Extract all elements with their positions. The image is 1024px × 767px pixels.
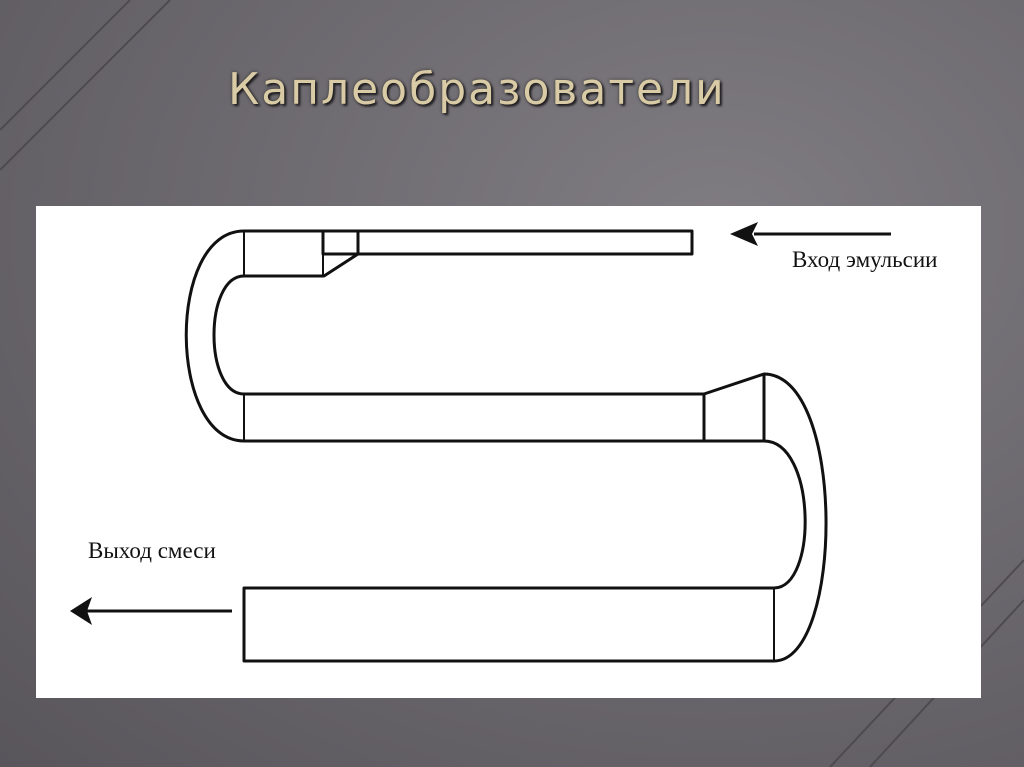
outlet-arrowhead-icon	[70, 597, 92, 625]
slide-title: Каплеобразователи	[228, 64, 726, 115]
upper-section	[244, 229, 323, 233]
middle-tube	[244, 392, 764, 443]
diagram-panel: Вход эмульсии Выход смеси	[36, 206, 981, 698]
inlet-label: Вход эмульсии	[792, 247, 937, 272]
inlet-arrowhead-icon	[730, 222, 758, 246]
right-bend-outer	[763, 372, 828, 663]
outlet-label: Выход смеси	[88, 538, 216, 563]
droplet-former-diagram: Вход эмульсии Выход смеси	[70, 222, 937, 663]
middle-cone	[703, 372, 766, 441]
left-bend-outer	[184, 229, 245, 443]
outlet-tube	[242, 586, 774, 663]
inlet-tube	[321, 229, 694, 256]
left-bend-inner	[212, 274, 245, 396]
right-bend-inner	[763, 439, 807, 590]
